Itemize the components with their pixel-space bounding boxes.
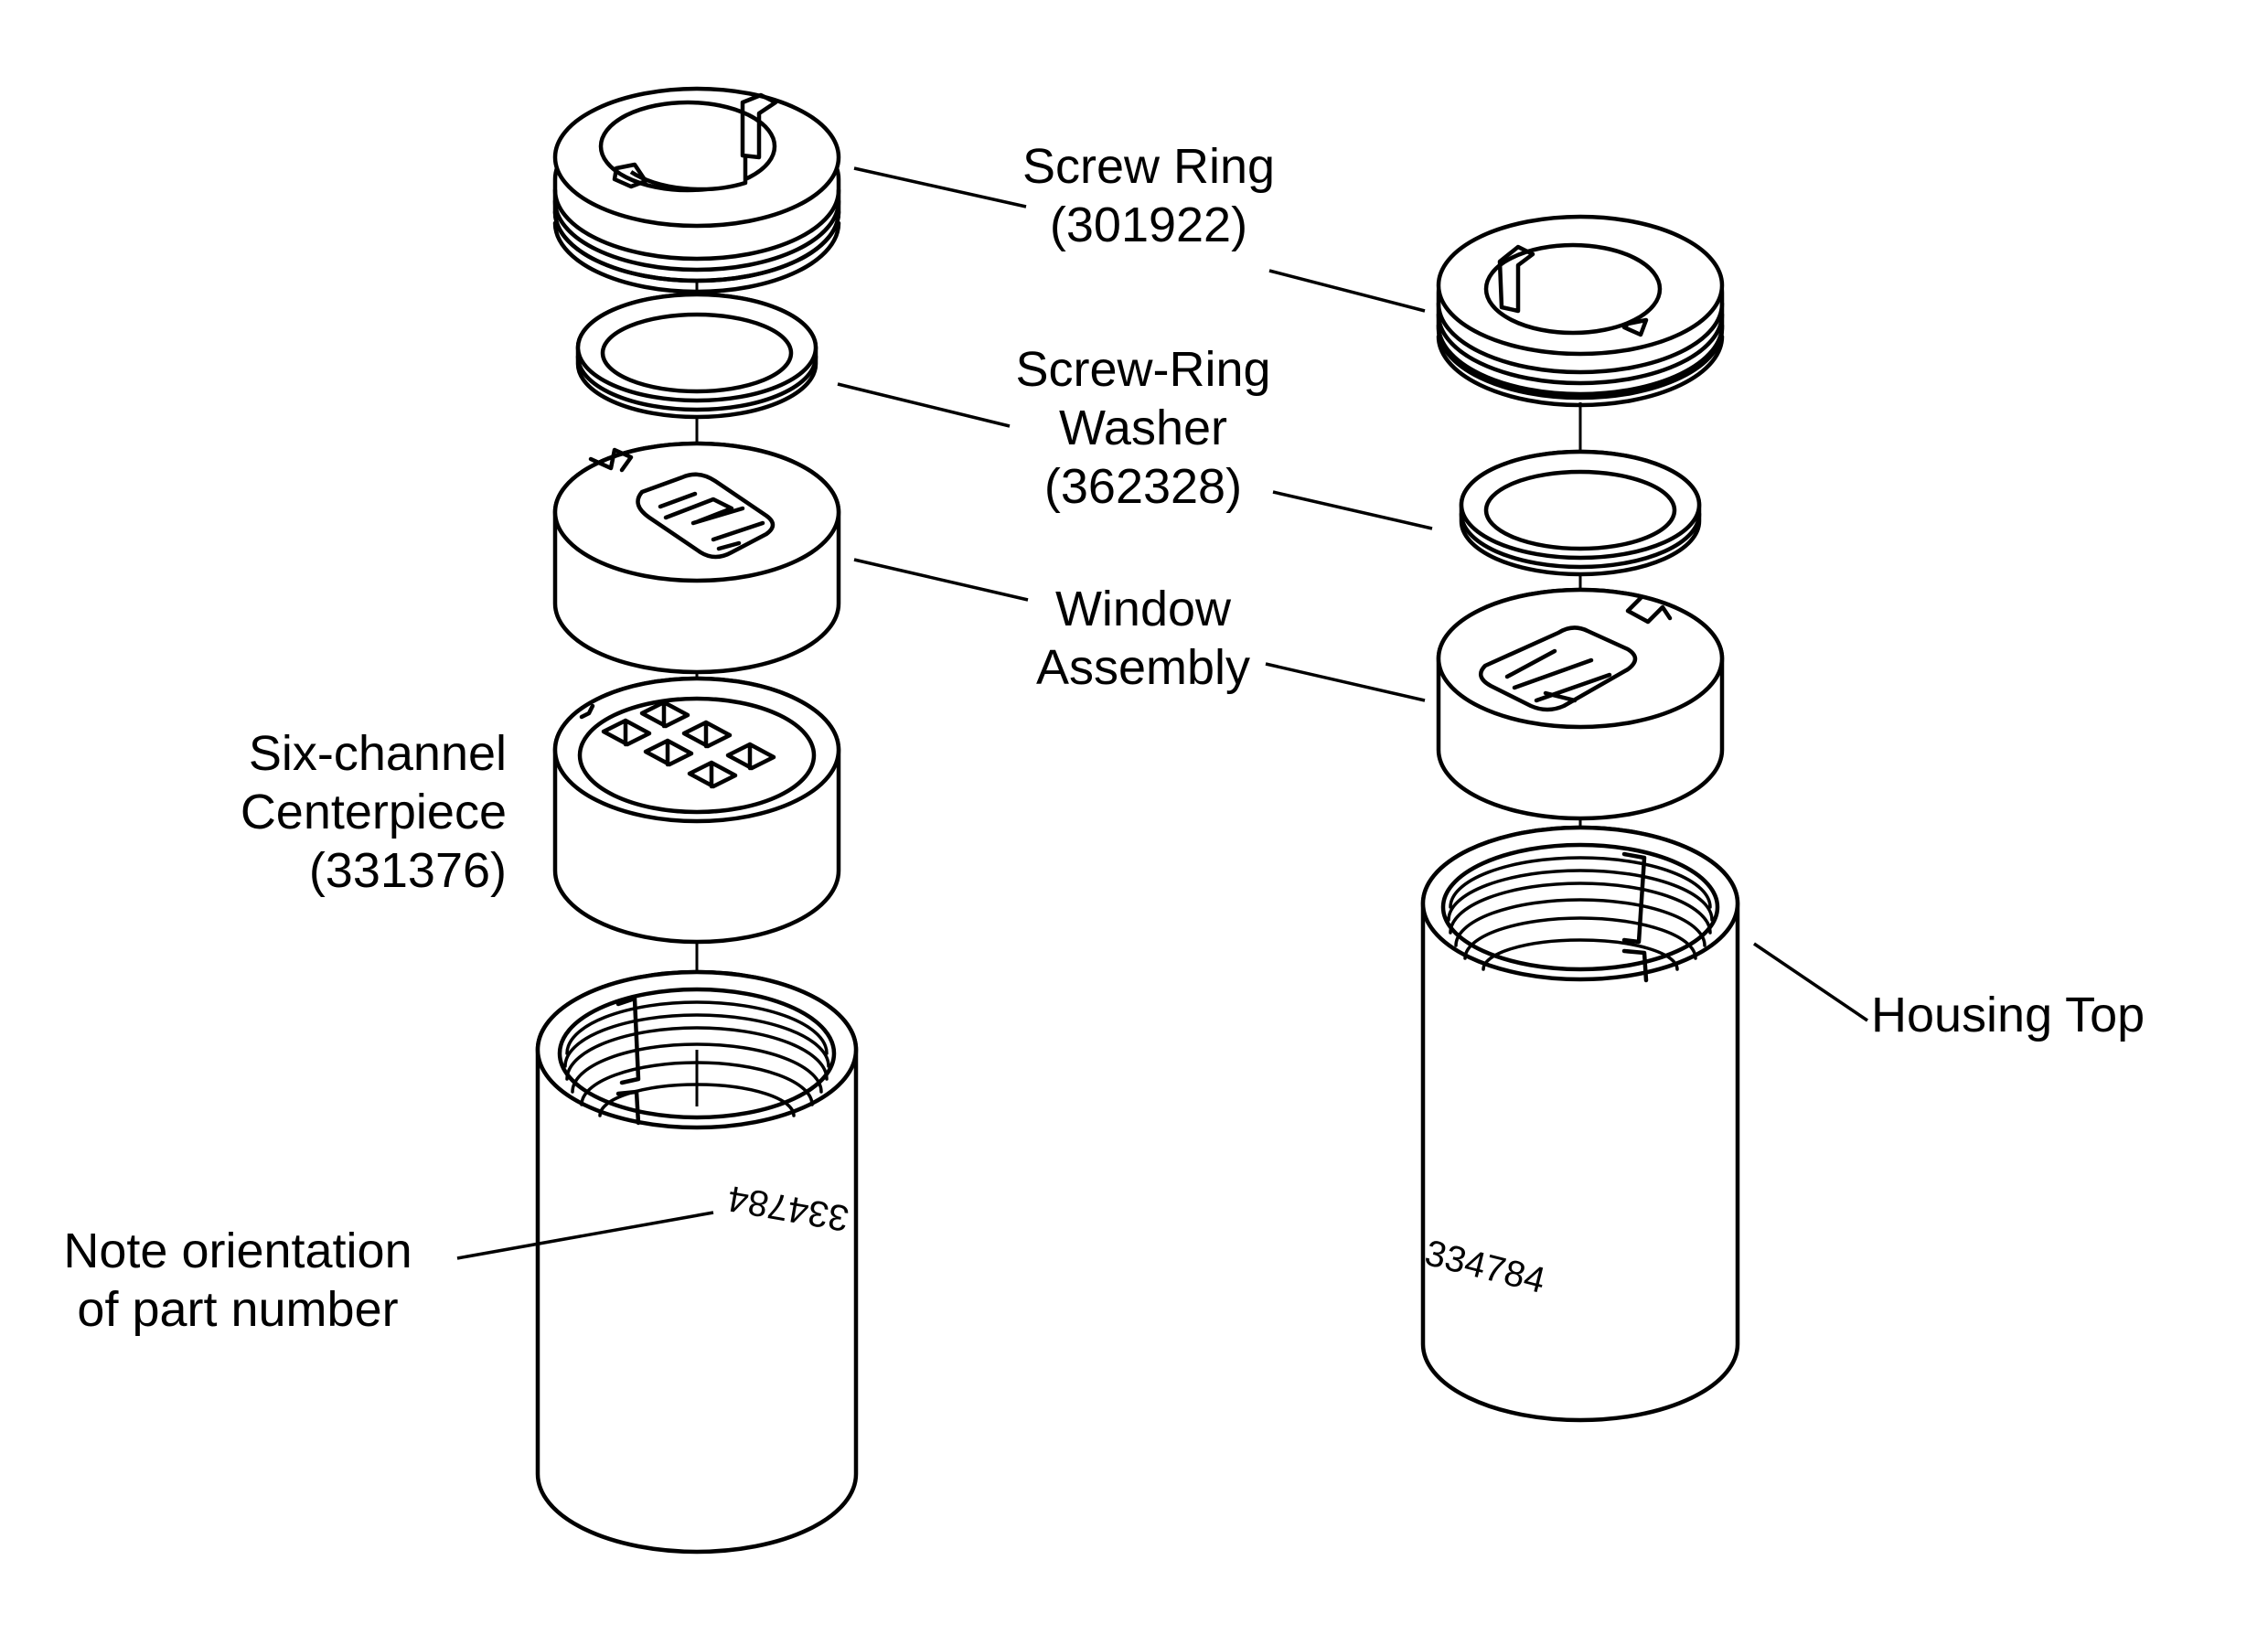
left-screw-ring <box>552 86 841 294</box>
washer-name-line2: Washer <box>1058 401 1228 455</box>
right-assembly: 334784 <box>1420 214 1740 1423</box>
centerpiece-name-line2: Centerpiece <box>240 785 507 839</box>
six-channel-centerpiece <box>552 676 841 945</box>
centerpiece-channels <box>601 700 776 789</box>
window-name-line2: Assembly <box>1035 640 1251 695</box>
leader-lines <box>456 166 1868 1260</box>
left-window-assembly <box>552 441 841 675</box>
left-assembly: 334784 <box>535 86 859 1555</box>
right-screw-ring <box>1436 214 1725 408</box>
leader-washer-left <box>837 382 1011 428</box>
leader-housing-top <box>1753 942 1868 1022</box>
window-name-line1: Window <box>1054 582 1232 636</box>
housing-top-name: Housing Top <box>1871 988 2145 1042</box>
note-line1: Note orientation <box>63 1224 412 1278</box>
right-housing-top: 334784 <box>1420 825 1740 1423</box>
screw-ring-part-number: (301922) <box>1049 198 1248 252</box>
leader-note <box>456 1211 714 1260</box>
right-window-assembly <box>1436 587 1725 821</box>
leader-window-right <box>1265 662 1426 702</box>
right-screw-ring-washer <box>1459 449 1702 577</box>
left-housing-top: 334784 <box>535 969 859 1555</box>
centerpiece-part-number: (331376) <box>308 843 507 898</box>
leader-window-left <box>853 558 1029 602</box>
washer-name-line1: Screw-Ring <box>1015 342 1271 397</box>
centerpiece-name-line1: Six-channel <box>248 726 507 781</box>
washer-part-number: (362328) <box>1043 459 1243 514</box>
housing-top-label: Housing Top <box>1871 986 2219 1044</box>
leader-washer-right <box>1272 490 1433 530</box>
note-label: Note orientation of part number <box>37 1222 439 1339</box>
screw-ring-name: Screw Ring <box>1022 139 1276 194</box>
centerpiece-label: Six-channel Centerpiece (331376) <box>183 724 507 900</box>
screw-ring-washer-label: Screw-Ring Washer (362328) <box>988 340 1299 516</box>
left-screw-ring-washer <box>575 292 818 420</box>
screw-ring-label: Screw Ring (301922) <box>1002 137 1295 254</box>
leader-screw-ring-right <box>1268 269 1426 313</box>
window-assembly-label: Window Assembly <box>1015 580 1271 697</box>
note-line2: of part number <box>77 1282 399 1337</box>
leader-screw-ring-left <box>853 166 1027 208</box>
